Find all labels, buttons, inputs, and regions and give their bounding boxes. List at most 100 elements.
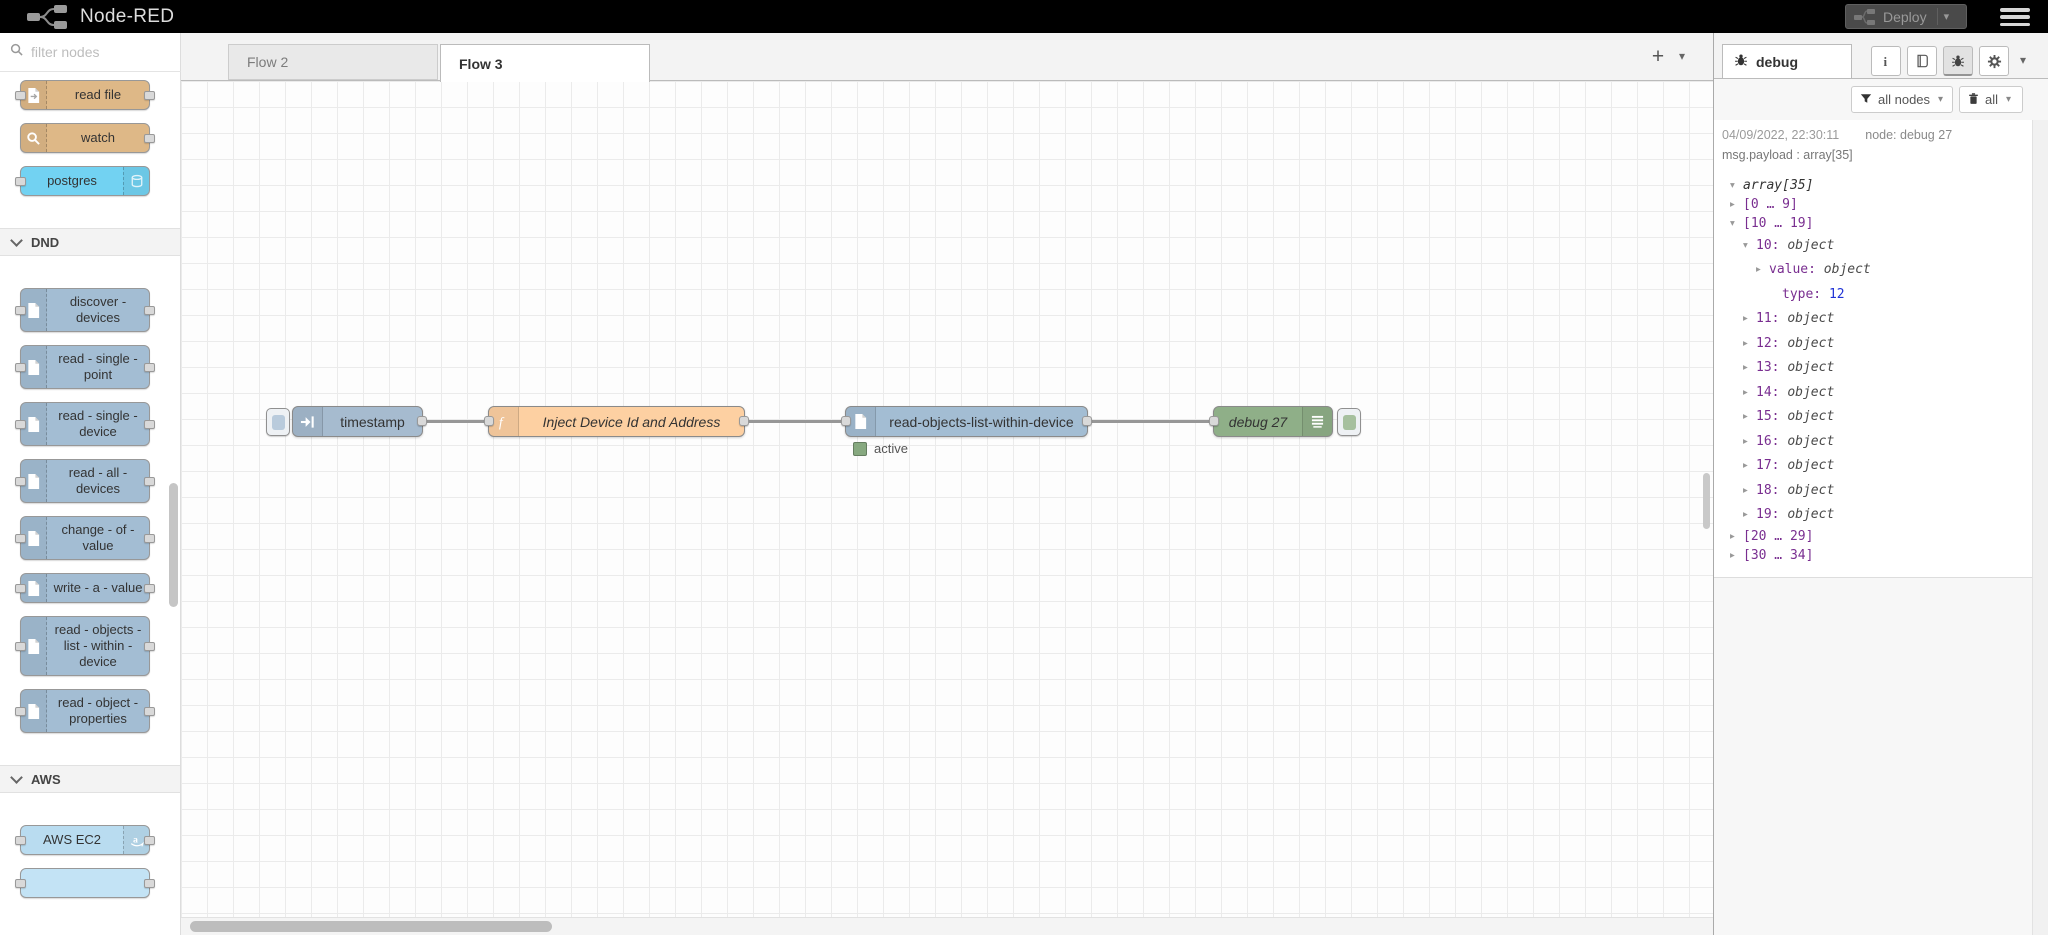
deploy-chevron-down-icon[interactable]: ▾ xyxy=(1943,11,1950,23)
deploy-divider xyxy=(1936,8,1938,25)
node-input-port[interactable] xyxy=(484,416,494,426)
triangle-down-icon[interactable]: ▾ xyxy=(1730,218,1735,229)
triangle-down-icon[interactable]: ▾ xyxy=(1730,180,1735,191)
app-title: Node-RED xyxy=(80,5,175,27)
palette-node-read-single-point[interactable]: read - single - point xyxy=(15,345,155,389)
debug-tree-row[interactable]: ▸11: object xyxy=(1722,307,2028,332)
flow-node-debug-27[interactable]: debug 27 xyxy=(1209,406,1333,437)
debug-tree-segment: 13: xyxy=(1756,360,1788,376)
debug-message-source[interactable]: node: debug 27 xyxy=(1865,128,1953,142)
wire[interactable] xyxy=(423,420,488,423)
debug-filter-button[interactable]: all nodes ▾ xyxy=(1851,86,1953,113)
wire[interactable] xyxy=(1088,420,1213,423)
debug-tree-segment: object xyxy=(1787,409,1835,425)
canvas-hscroll-thumb[interactable] xyxy=(190,921,552,932)
triangle-right-icon[interactable]: ▸ xyxy=(1730,199,1735,210)
debug-tree-row[interactable]: ▸12: object xyxy=(1722,331,2028,356)
add-flow-button[interactable]: + xyxy=(1651,45,1665,68)
node-input-port[interactable] xyxy=(1209,416,1219,426)
debug-tree-row[interactable]: ▸14: object xyxy=(1722,380,2028,405)
node-output-port[interactable] xyxy=(417,416,427,426)
flow-tab-flow-3[interactable]: Flow 3 xyxy=(440,44,650,82)
main-menu-button[interactable] xyxy=(2000,8,2030,26)
triangle-right-icon[interactable]: ▸ xyxy=(1743,509,1748,521)
palette-node-read-all-devices[interactable]: read - all - devices xyxy=(15,459,155,503)
triangle-right-icon[interactable]: ▸ xyxy=(1730,550,1735,561)
flow-tab-menu-chevron-icon[interactable]: ▾ xyxy=(1679,49,1686,63)
palette-category-aws[interactable]: AWS xyxy=(0,765,180,793)
triangle-right-icon[interactable]: ▸ xyxy=(1743,484,1748,496)
flow-tab-flow-2[interactable]: Flow 2 xyxy=(228,44,438,80)
triangle-right-icon[interactable]: ▸ xyxy=(1743,460,1748,472)
wire[interactable] xyxy=(745,420,845,423)
palette-node-read-objects-list-within-device[interactable]: read - objects - list - within - device xyxy=(15,616,155,676)
debug-tree-row[interactable]: ▸16: object xyxy=(1722,429,2028,454)
palette-node-label: AWS EC2 xyxy=(42,832,102,847)
triangle-right-icon[interactable]: ▸ xyxy=(1743,386,1748,398)
triangle-right-icon[interactable]: ▸ xyxy=(1743,313,1748,325)
debug-tree-segment: [20 … 29] xyxy=(1743,529,1814,544)
debug-tree-row[interactable]: ▾10: object xyxy=(1722,233,2028,258)
debug-pane-scroll-gutter[interactable] xyxy=(2032,120,2048,935)
debug-toggle-button[interactable] xyxy=(1337,408,1361,436)
palette-node-node[interactable] xyxy=(15,868,155,898)
palette-category-dnd[interactable]: DND xyxy=(0,228,180,256)
sidebar-toolbar-gear-button[interactable] xyxy=(1979,46,2009,76)
debug-tree-row[interactable]: ▾[10 … 19] xyxy=(1722,214,2028,233)
triangle-down-icon[interactable]: ▾ xyxy=(1743,239,1748,251)
palette-node-read-single-device[interactable]: read - single - device xyxy=(15,402,155,446)
flow-canvas[interactable]: timestamp f Inject Device Id and Address re… xyxy=(181,81,1713,917)
node-input-port xyxy=(15,706,26,716)
flow-tab-label: Flow 2 xyxy=(247,54,289,70)
palette-node-read-file[interactable]: read file xyxy=(15,80,155,110)
palette-node-read-object-properties[interactable]: read - object - properties xyxy=(15,689,155,733)
debug-tree-row[interactable]: ▸ [20 … 29] xyxy=(1722,527,2028,546)
flow-node-label: Inject Device Id and Address xyxy=(542,413,721,430)
canvas-vertical-scrollbar[interactable] xyxy=(1703,473,1710,529)
sidebar-toolbar-bug-button[interactable] xyxy=(1943,46,1973,76)
debug-message[interactable]: 04/09/2022, 22:30:11 node: debug 27 msg.… xyxy=(1714,120,2034,578)
palette-scrollbar[interactable] xyxy=(169,483,178,607)
node-output-port[interactable] xyxy=(1082,416,1092,426)
sidebar-toolbar-info-button[interactable]: i xyxy=(1871,46,1901,76)
palette-node-change-of-value[interactable]: change - of - value xyxy=(15,516,155,560)
triangle-right-icon[interactable]: ▸ xyxy=(1743,362,1748,374)
debug-tree-row[interactable]: ▸19: object xyxy=(1722,503,2028,528)
debug-tree-row[interactable]: ▸13: object xyxy=(1722,356,2028,381)
debug-tree-segment: 10: xyxy=(1756,237,1788,253)
palette-node-postgres[interactable]: postgres xyxy=(15,166,150,196)
node-input-port[interactable] xyxy=(841,416,851,426)
search-input[interactable] xyxy=(29,43,168,61)
triangle-right-icon[interactable]: ▸ xyxy=(1743,337,1748,349)
palette-node-write-a-value[interactable]: write - a - value xyxy=(15,573,155,603)
palette-node-discover-devices[interactable]: discover - devices xyxy=(15,288,155,332)
triangle-right-icon[interactable]: ▸ xyxy=(1743,435,1748,447)
debug-tree-row[interactable]: ▸[0 … 9] xyxy=(1722,195,2028,214)
tab-debug[interactable]: debug xyxy=(1722,44,1852,78)
deploy-button[interactable]: Deploy ▾ xyxy=(1845,4,1967,29)
debug-tree-row[interactable]: ▸17: object xyxy=(1722,454,2028,479)
sidebar-toolbar-book-button[interactable] xyxy=(1907,46,1937,76)
flow-node-read-objects-list-within-device[interactable]: read-objects-list-within-device xyxy=(841,406,1092,437)
function-icon: f xyxy=(489,407,519,436)
triangle-right-icon[interactable]: ▸ xyxy=(1730,531,1735,542)
debug-clear-button[interactable]: all ▾ xyxy=(1959,86,2023,113)
debug-tree-row[interactable]: ▸15: object xyxy=(1722,405,2028,430)
node-output-port xyxy=(144,641,155,651)
node-output-port[interactable] xyxy=(739,416,749,426)
sidebar-tab-menu-chevron-icon[interactable]: ▾ xyxy=(2020,53,2027,67)
debug-tree-row[interactable]: ▸18: object xyxy=(1722,478,2028,503)
flow-node-label: debug 27 xyxy=(1228,413,1288,430)
triangle-right-icon[interactable]: ▸ xyxy=(1756,264,1761,276)
flow-node-inject-device-id-and-address[interactable]: f Inject Device Id and Address xyxy=(484,406,749,437)
debug-tree-row[interactable]: ▸[30 … 34] xyxy=(1722,546,2028,565)
triangle-right-icon[interactable]: ▸ xyxy=(1743,411,1748,423)
debug-tree-row[interactable]: ▸value: object xyxy=(1722,258,2028,283)
palette-node-watch[interactable]: watch xyxy=(20,123,155,153)
inject-button[interactable] xyxy=(266,408,290,436)
flow-node-timestamp[interactable]: timestamp xyxy=(292,406,427,437)
palette-node-label: read - objects - list - within - device xyxy=(54,622,142,669)
debug-tree-row[interactable]: ▾array[35] xyxy=(1722,176,2028,195)
